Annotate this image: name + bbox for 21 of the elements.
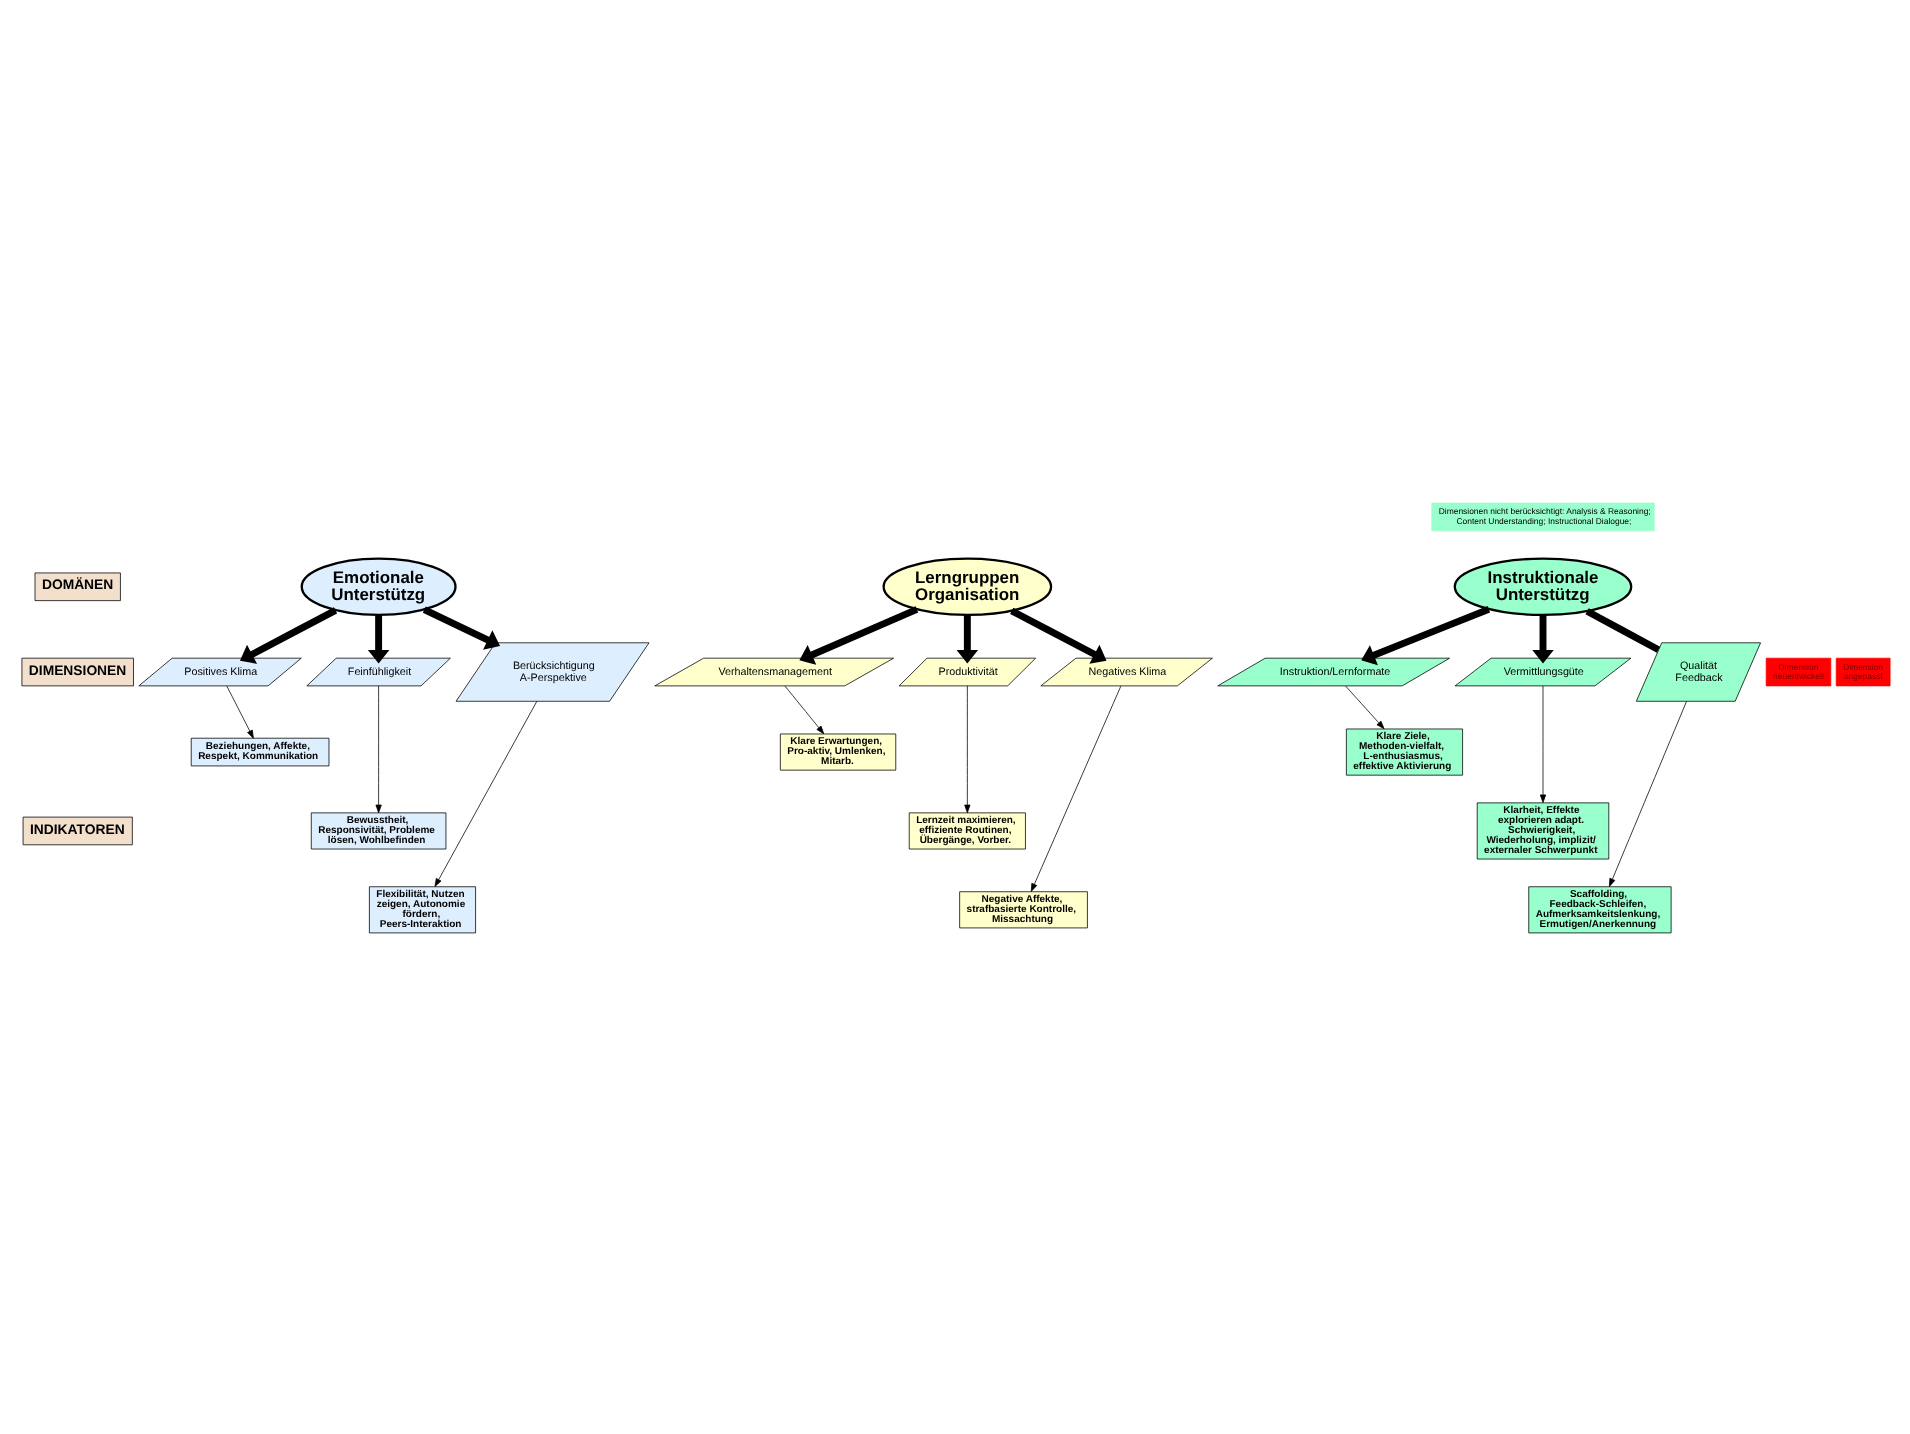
node-ellipse: Lerngruppen Organisation bbox=[881, 556, 1052, 616]
arrow bbox=[798, 605, 918, 664]
node-ellipse: Instruktionale Unterstützg bbox=[1452, 556, 1632, 616]
arrow bbox=[366, 614, 389, 663]
arrow bbox=[1608, 699, 1686, 886]
arrow bbox=[1538, 684, 1546, 802]
arrow bbox=[433, 699, 537, 886]
arrow bbox=[1531, 614, 1553, 663]
connector bbox=[1584, 607, 1660, 652]
node-ellipse: Emotionale Unterstützg bbox=[299, 556, 456, 616]
arrow bbox=[225, 684, 253, 738]
arrow bbox=[1009, 606, 1106, 663]
arrow bbox=[1360, 605, 1490, 665]
arrow bbox=[1029, 684, 1121, 891]
arrow bbox=[955, 614, 978, 663]
arrow bbox=[238, 606, 337, 663]
arrow bbox=[1344, 684, 1384, 729]
arrow bbox=[421, 605, 500, 649]
arrow bbox=[374, 684, 381, 813]
arrow bbox=[783, 684, 824, 734]
arrow bbox=[963, 684, 970, 813]
